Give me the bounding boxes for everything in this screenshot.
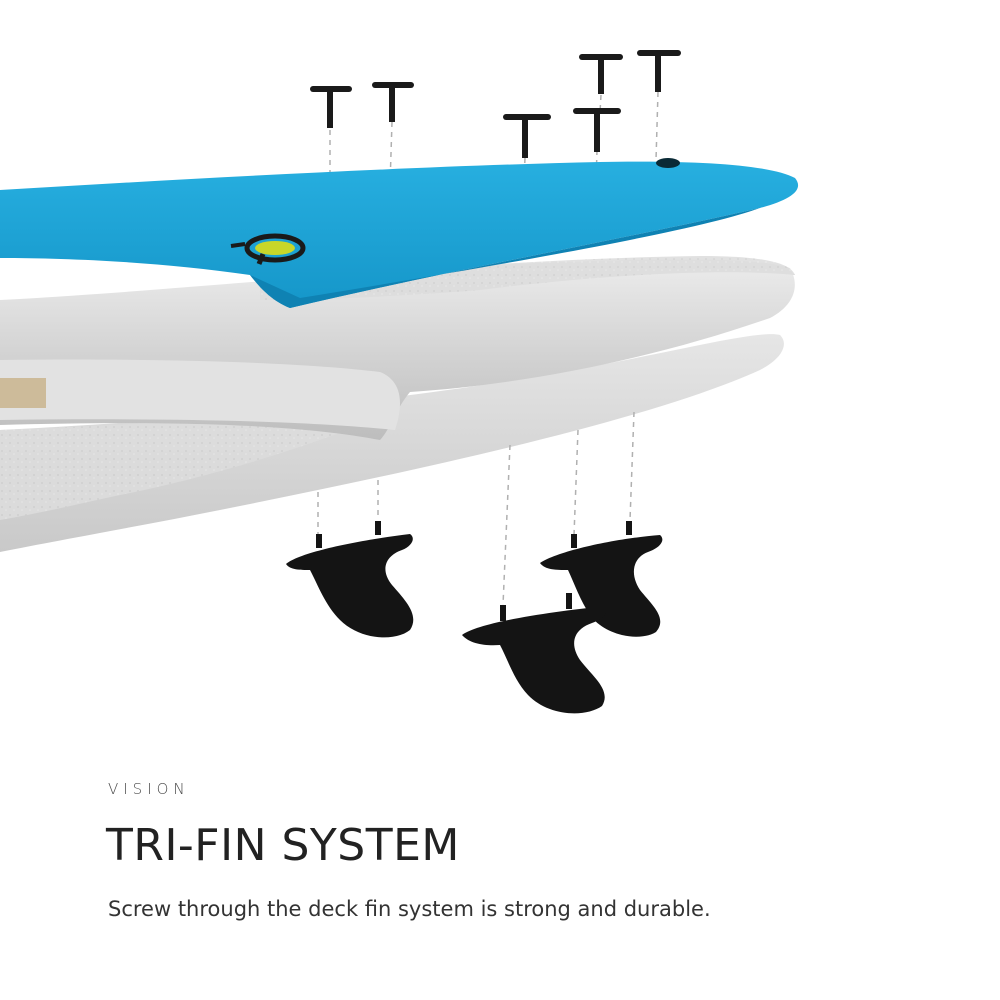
feature-title: TRI-FIN SYSTEM <box>106 820 460 871</box>
section-eyebrow: VISION <box>108 780 190 798</box>
screw-icon <box>579 54 623 94</box>
surfboard-exploded-illustration <box>0 50 799 714</box>
core-top-texture <box>260 256 795 300</box>
fins <box>286 521 663 714</box>
feature-description: Screw through the deck fin system is str… <box>108 897 711 921</box>
deck-layer <box>0 161 799 308</box>
screw-icon <box>573 108 621 152</box>
fin-right-icon <box>540 521 663 637</box>
bottom-foam-texture <box>0 412 390 520</box>
brand-logo <box>230 233 306 265</box>
fin-guide-lines <box>317 411 635 606</box>
deck-screw-hole <box>656 158 680 168</box>
core-cut-edge <box>0 359 400 430</box>
fin-left-icon <box>286 521 414 638</box>
screw-icon <box>503 114 551 158</box>
screws <box>310 50 681 158</box>
screw-icon <box>310 86 352 128</box>
stringer <box>0 378 46 408</box>
fin-center-icon <box>462 593 607 714</box>
feature-caption: VISION TRI-FIN SYSTEM Screw through the … <box>106 778 968 924</box>
screw-icon <box>372 82 414 122</box>
bottom-foam-layer <box>0 334 784 552</box>
screw-icon <box>637 50 681 92</box>
deck-edge-shadow <box>250 208 760 308</box>
